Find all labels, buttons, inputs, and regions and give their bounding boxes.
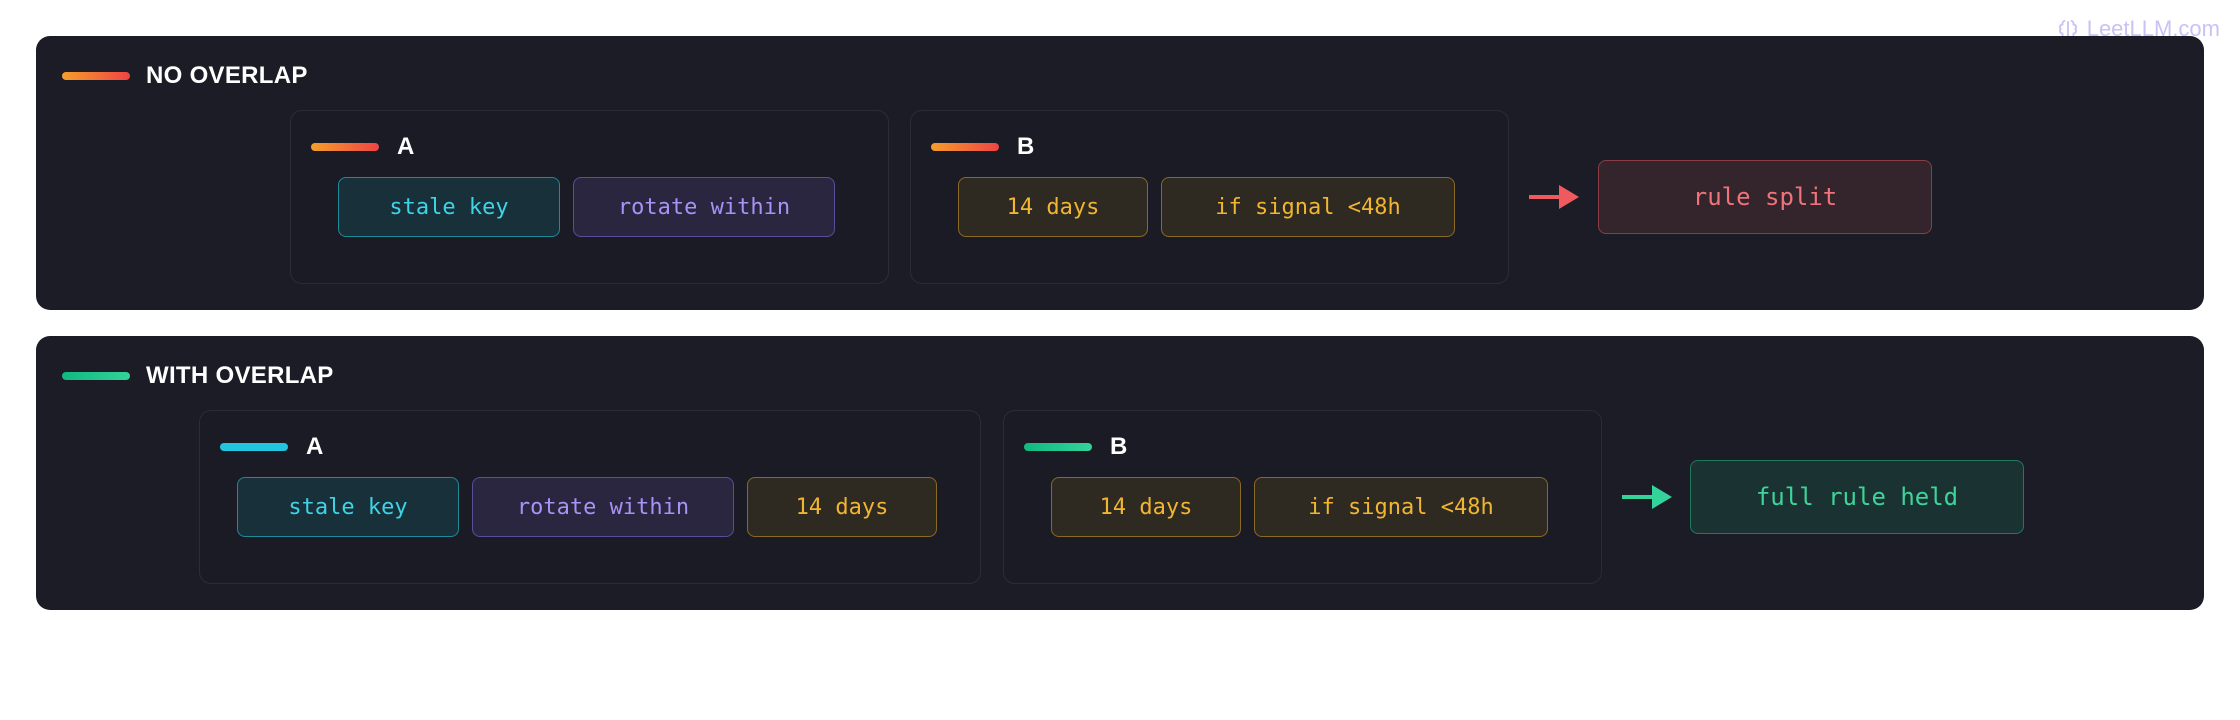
group-a: A stale key rotate within	[290, 110, 889, 284]
panel-title: WITH OVERLAP	[146, 362, 334, 389]
chip-rotate-within: rotate within	[472, 477, 734, 537]
group-label: A	[306, 433, 324, 460]
group-accent-bar	[220, 443, 288, 451]
group-head: A	[311, 133, 414, 161]
group-head: B	[1024, 433, 1127, 461]
chip-if-signal: if signal <48h	[1254, 477, 1548, 537]
chip-rotate-within: rotate within	[573, 177, 835, 237]
chip-14-days: 14 days	[958, 177, 1148, 237]
group-head: B	[931, 133, 1034, 161]
group-a: A stale key rotate within 14 days	[199, 410, 981, 584]
chip-if-signal: if signal <48h	[1161, 177, 1455, 237]
panel-with-overlap: WITH OVERLAP A stale key rotate within 1…	[36, 336, 2204, 610]
group-head: A	[220, 433, 323, 461]
panel-title-row: NO OVERLAP	[62, 62, 308, 90]
group-accent-bar	[311, 143, 379, 151]
chip-14-days: 14 days	[747, 477, 937, 537]
group-accent-bar	[931, 143, 999, 151]
group-b: B 14 days if signal <48h	[1003, 410, 1602, 584]
result-rule-split: rule split	[1598, 160, 1932, 234]
panel-title: NO OVERLAP	[146, 62, 308, 89]
group-b: B 14 days if signal <48h	[910, 110, 1509, 284]
arrow-right-icon	[1622, 485, 1672, 509]
chip-stale-key: stale key	[237, 477, 459, 537]
panel-title-row: WITH OVERLAP	[62, 362, 334, 390]
group-label: A	[397, 133, 415, 160]
group-label: B	[1017, 133, 1035, 160]
chip-stale-key: stale key	[338, 177, 560, 237]
panel-no-overlap: NO OVERLAP A stale key rotate within B 1…	[36, 36, 2204, 310]
group-accent-bar	[1024, 443, 1092, 451]
group-label: B	[1110, 433, 1128, 460]
result-full-rule-held: full rule held	[1690, 460, 2024, 534]
arrow-right-icon	[1529, 185, 1579, 209]
title-accent-bar	[62, 372, 130, 380]
chip-14-days: 14 days	[1051, 477, 1241, 537]
title-accent-bar	[62, 72, 130, 80]
